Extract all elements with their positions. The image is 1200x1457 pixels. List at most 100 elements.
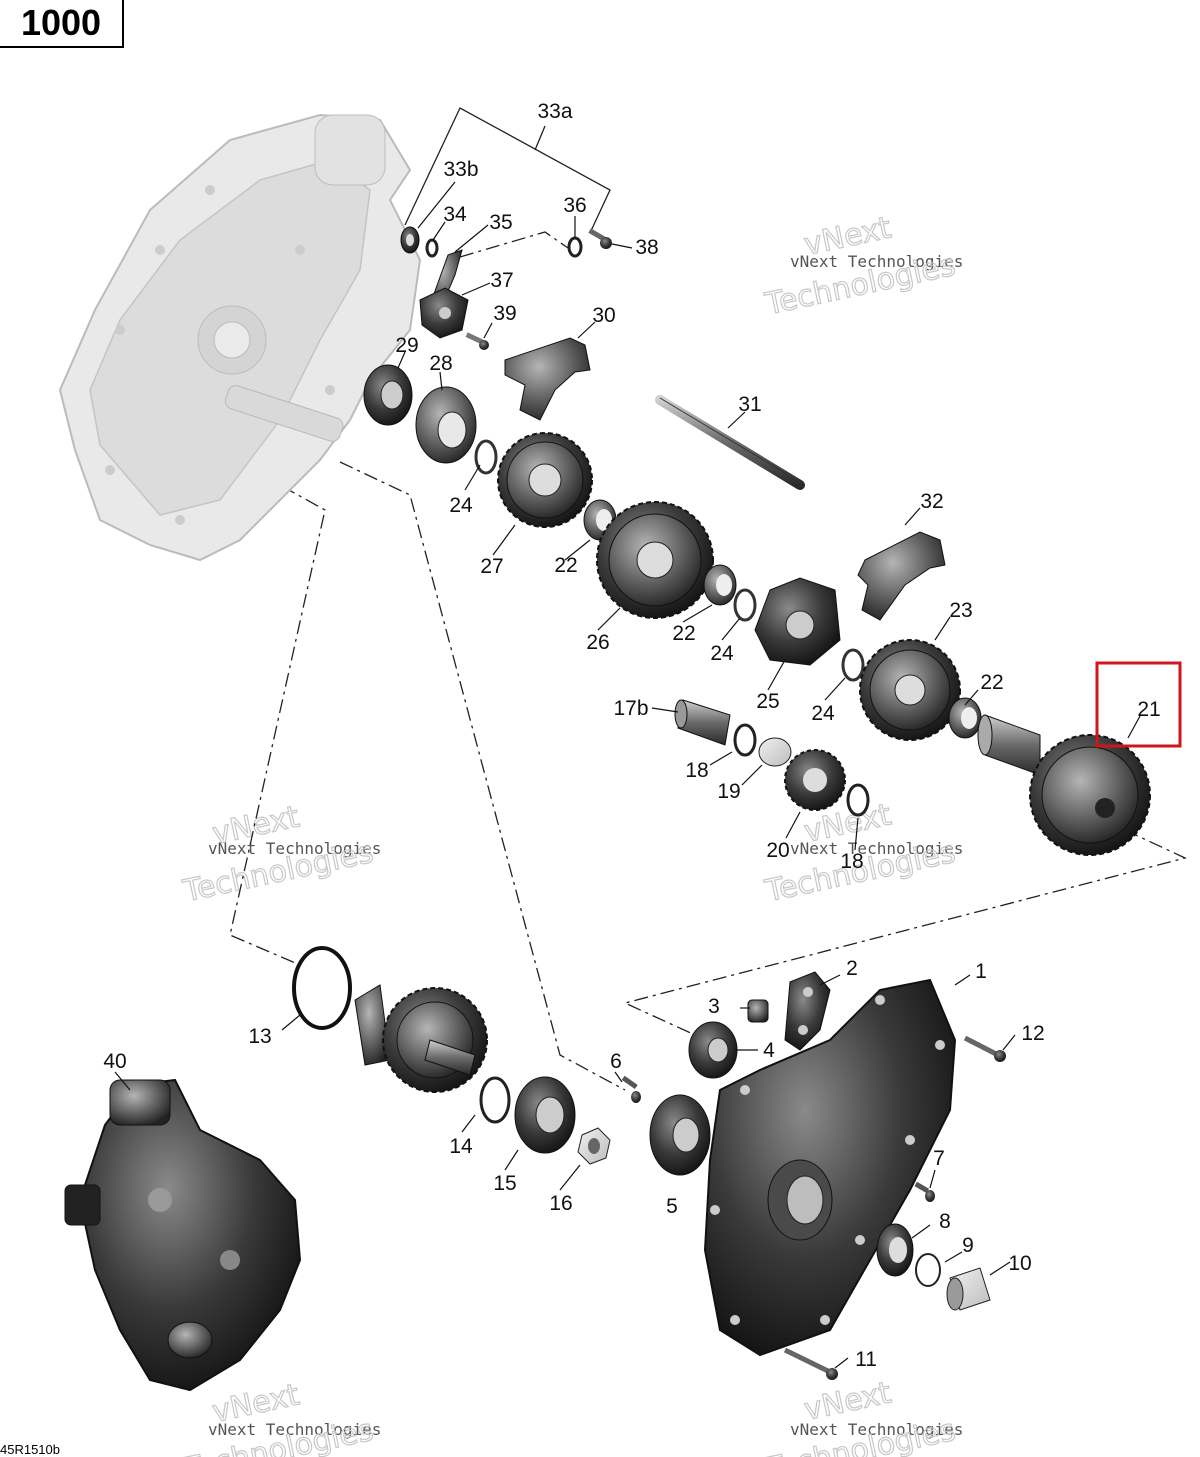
callout-9[interactable]: 9 [962,1234,974,1257]
leader-39 [483,322,493,339]
callout-40[interactable]: 40 [103,1050,126,1073]
callout-33b[interactable]: 33b [443,158,478,181]
leader-13 [281,1014,301,1031]
part-33b-seal [400,226,420,254]
callout-6[interactable]: 6 [610,1050,622,1073]
part-36-washer [567,236,583,258]
watermark: vNext vNext Technologies Technologies [761,210,963,323]
callout-13[interactable]: 13 [248,1025,271,1048]
watermark-small: vNext Technologies [208,839,381,858]
leader-24c [824,677,846,701]
callout-35[interactable]: 35 [489,211,512,234]
callout-31[interactable]: 31 [738,393,761,416]
leader-lines [114,181,1141,1369]
callout-21[interactable]: 21 [1137,698,1160,721]
leader-19 [741,764,763,786]
dashdot-line [623,829,1187,1036]
callout-23[interactable]: 23 [949,599,972,622]
watermark-small: vNext Technologies [790,839,963,858]
callout-25[interactable]: 25 [756,690,779,713]
leader-33b [417,181,456,229]
part-38-screw [588,228,612,249]
leader-8 [911,1224,931,1239]
leader-25 [767,659,786,691]
callout-34[interactable]: 34 [443,203,467,226]
leader-18a [709,751,733,766]
callout-4[interactable]: 4 [763,1039,775,1062]
leader-18b [854,817,859,851]
callout-33a[interactable]: 33a [537,100,572,123]
callout-37[interactable]: 37 [490,269,513,292]
callout-24b[interactable]: 24 [710,642,734,665]
callout-20[interactable]: 20 [766,839,789,862]
part-30-fork [504,337,591,421]
callout-18a[interactable]: 18 [685,759,708,782]
part-8-seal [876,1223,914,1277]
part-2-plate [784,971,831,1051]
callout-11[interactable]: 11 [855,1348,877,1371]
part-24-circlip [841,648,865,682]
callout-15[interactable]: 15 [493,1172,516,1195]
watermark-small: vNext Technologies [208,1420,381,1439]
callout-36[interactable]: 36 [563,194,586,217]
callout-22b[interactable]: 22 [672,622,695,645]
part-18-washer [846,783,870,817]
bracket-33a-stem [534,125,546,151]
callout-12[interactable]: 12 [1021,1022,1044,1045]
leader-24a [464,464,481,491]
leader-37 [461,282,491,296]
part-26-gear [596,501,714,619]
callout-32[interactable]: 32 [920,490,943,513]
part-24-circlip [474,439,498,475]
part-31-rod [655,395,805,490]
part-20-gear [784,749,846,811]
callout-30[interactable]: 30 [592,304,615,327]
callout-26[interactable]: 26 [586,631,609,654]
part-19-bushing [758,737,792,767]
callout-10[interactable]: 10 [1008,1252,1031,1275]
callout-2[interactable]: 2 [846,957,858,980]
leader-9 [944,1251,963,1263]
callout-24c[interactable]: 24 [811,702,835,725]
page-number: 1000 [20,2,102,43]
leader-27 [492,524,516,556]
callout-22a[interactable]: 22 [554,554,577,577]
part-12-screw [963,1035,1006,1062]
leader-12 [1002,1034,1016,1051]
part-24-circlip [733,588,757,622]
leader-7 [929,1169,936,1189]
callout-18b[interactable]: 18 [840,850,863,873]
callout-1[interactable]: 1 [975,960,987,983]
leader-38 [611,243,633,249]
leader-11 [834,1357,849,1369]
leader-26 [597,607,621,631]
callout-28[interactable]: 28 [429,352,452,375]
part-17b-bushing [674,699,731,746]
callout-3[interactable]: 3 [708,995,720,1018]
leader-40 [114,1071,131,1091]
callout-24a[interactable]: 24 [449,494,473,517]
callout-14[interactable]: 14 [449,1135,473,1158]
callout-8[interactable]: 8 [939,1210,951,1233]
callout-19[interactable]: 19 [717,780,740,803]
part-5-bearing [649,1094,711,1176]
part-25-shift-sleeve [754,577,841,666]
callout-27[interactable]: 27 [480,555,503,578]
leader-16 [559,1164,581,1191]
part-22-needle-bearing [948,697,982,739]
callout-5[interactable]: 5 [666,1195,678,1218]
part-15-bearing [514,1076,576,1154]
callout-39[interactable]: 39 [493,302,516,325]
part-10-bushing [946,1267,991,1311]
callout-17b[interactable]: 17b [613,697,648,720]
callout-38[interactable]: 38 [635,236,658,259]
part-11-screw [783,1347,838,1380]
callout-29[interactable]: 29 [395,334,418,357]
callout-7[interactable]: 7 [933,1147,945,1170]
leader-22c [964,689,979,706]
callout-22c[interactable]: 22 [980,671,1003,694]
callout-16[interactable]: 16 [549,1192,572,1215]
part-37-detent [419,287,469,339]
leader-21 [1127,715,1141,739]
part-14-circlip [479,1076,511,1124]
